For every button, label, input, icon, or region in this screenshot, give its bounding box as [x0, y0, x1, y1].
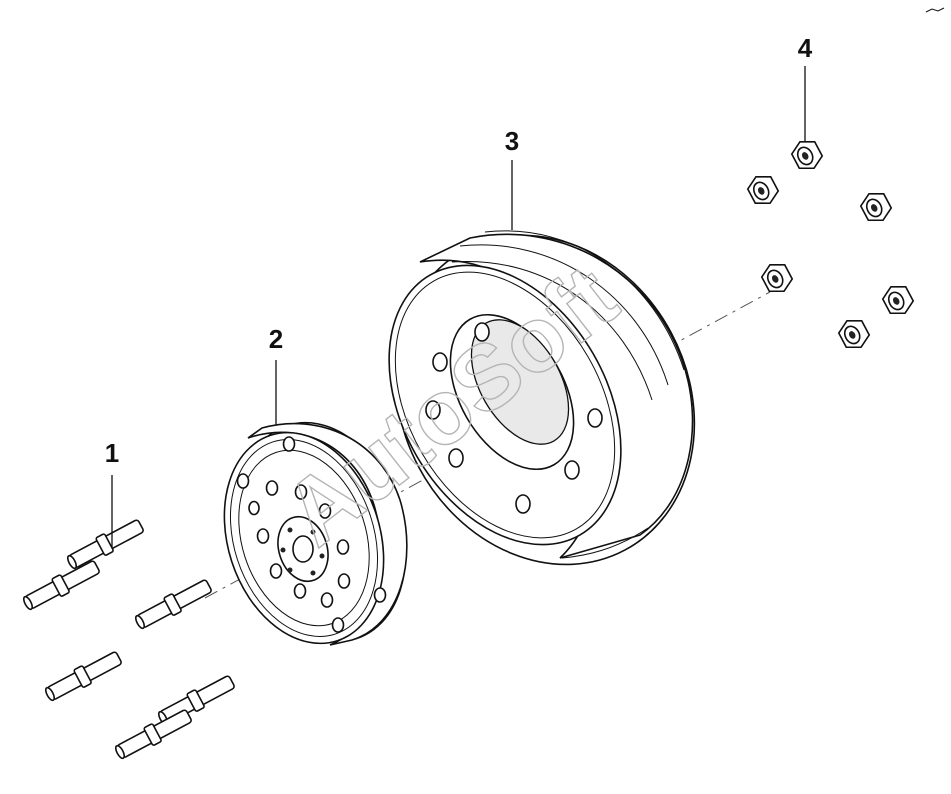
- stud-a: [66, 519, 144, 570]
- nut: [881, 285, 915, 315]
- stud-d: [44, 651, 122, 702]
- wheel-nuts: [746, 140, 915, 349]
- stud-b: [22, 560, 100, 611]
- nut: [760, 263, 794, 293]
- brake-drum: [388, 230, 696, 566]
- callout-3: 3: [505, 126, 519, 156]
- nut: [859, 192, 893, 222]
- nut: [837, 319, 871, 349]
- callout-2: 2: [269, 324, 283, 354]
- callout-1: 1: [105, 438, 119, 468]
- nut: [746, 175, 780, 205]
- stud-f: [114, 709, 192, 760]
- callout-4: 4: [798, 33, 813, 63]
- nut: [790, 140, 824, 170]
- corner-mark: [925, 7, 945, 13]
- stud-c: [134, 579, 212, 630]
- hub-flange: [223, 421, 408, 646]
- wheel-studs: [22, 519, 235, 760]
